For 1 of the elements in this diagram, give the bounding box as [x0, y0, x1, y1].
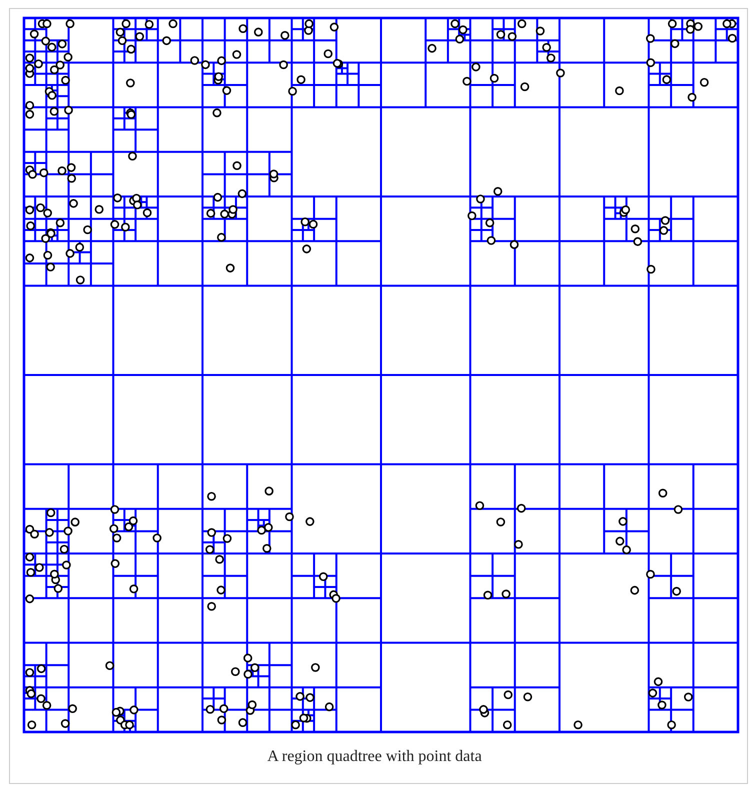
caption: A region quadtree with point data: [266, 748, 483, 766]
